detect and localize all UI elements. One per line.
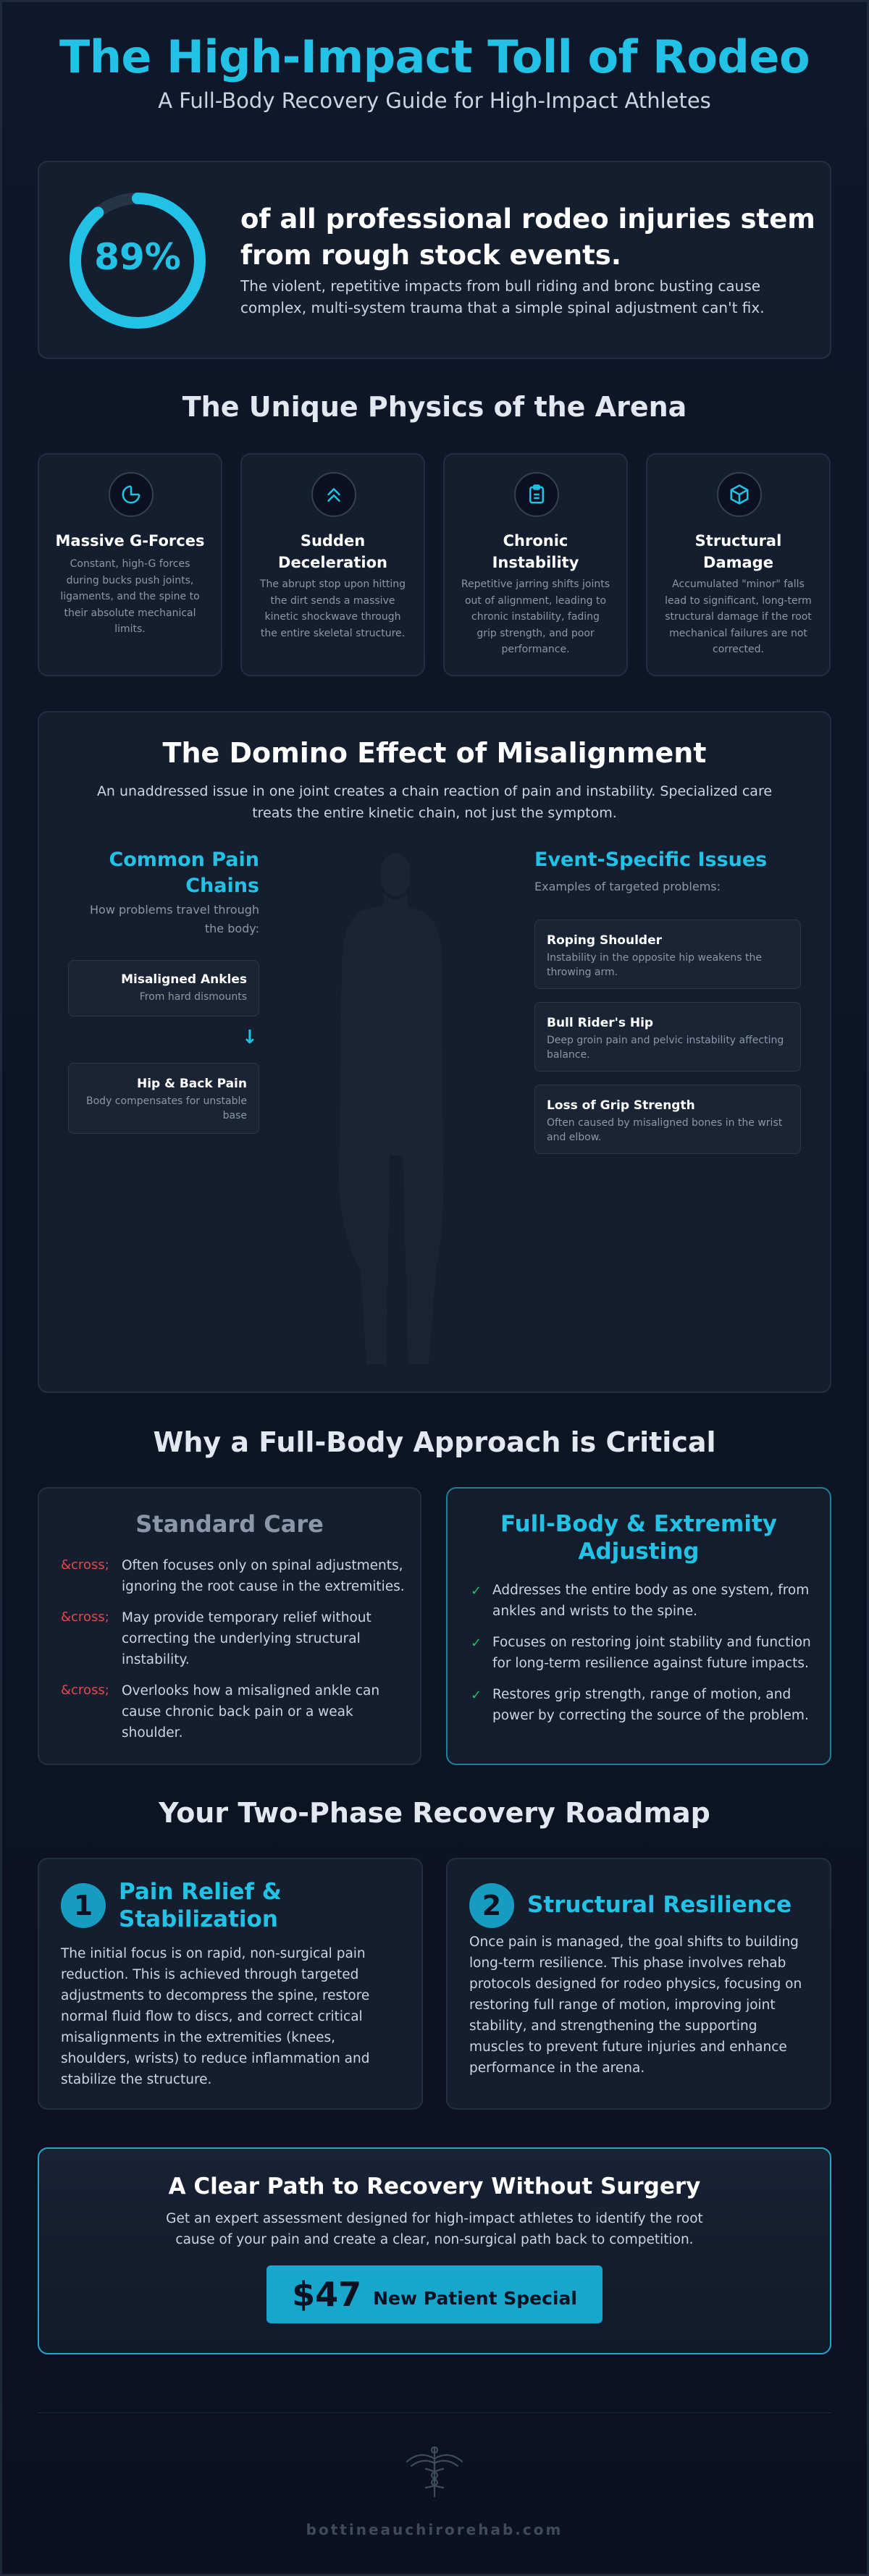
- caduceus-icon: [406, 2446, 463, 2498]
- chain-item-description: From hard dismounts: [139, 991, 247, 1003]
- event-issue-description: Deep groin pain and pelvic instability a…: [547, 1035, 784, 1061]
- page-title: The High-Impact Toll of Rodeo: [59, 30, 810, 83]
- stat-card: [38, 161, 831, 359]
- approach-section-title: Why a Full-Body Approach is Critical: [153, 1426, 716, 1458]
- page-subtitle: A Full-Body Recovery Guide for High-Impa…: [158, 88, 711, 113]
- event-issue-title: Loss of Grip Strength: [547, 1098, 695, 1113]
- stat-ring: [70, 193, 206, 329]
- physics-card-title: Massive G-Forces: [55, 532, 205, 550]
- cta-description: Get an expert assessment designed for hi…: [166, 2211, 703, 2247]
- event-issues-subtitle: Examples of targeted problems:: [534, 880, 721, 893]
- full-body-item: Addresses the entire body as one system,…: [492, 1583, 810, 1619]
- event-issue-item: Roping Shoulder Instability in the oppos…: [534, 919, 801, 989]
- phase-description: The initial focus is on rapid, non-surgi…: [61, 1946, 370, 2087]
- check-icon: ✓: [471, 1688, 482, 1703]
- stat-ring-arc: [70, 193, 206, 329]
- full-body-card: [446, 1487, 831, 1765]
- offer-price: $47: [292, 2275, 362, 2314]
- phase-number-badge: 1: [61, 1883, 106, 1928]
- full-body-item: Restores grip strength, range of motion,…: [492, 1687, 809, 1723]
- chain-item: Hip & Back Pain Body compensates for uns…: [68, 1063, 259, 1134]
- phase-title: Pain Relief &Stabilization: [119, 1879, 282, 1932]
- cross-icon: &cross;: [61, 1683, 109, 1698]
- clipboard-icon: [514, 472, 559, 517]
- event-issue-description: Instability in the opposite hip weakens …: [547, 952, 762, 978]
- phase-title: Structural Resilience: [527, 1892, 792, 1918]
- physics-card-g-forces: Massive G-Forces Constant, high-G forces…: [38, 453, 222, 676]
- event-issue-title: Bull Rider's Hip: [547, 1016, 654, 1030]
- footer-divider: [38, 2412, 831, 2413]
- check-icon: ✓: [471, 1583, 482, 1599]
- phase-number-badge: 2: [469, 1883, 514, 1928]
- cross-icon: &cross;: [61, 1609, 109, 1625]
- chain-item-title: Misaligned Ankles: [121, 972, 247, 987]
- footer-domain[interactable]: bottineauchirorehab.com: [306, 2521, 563, 2538]
- cta-title: A Clear Path to Recovery Without Surgery: [168, 2173, 701, 2200]
- stat-description: The violent, repetitive impacts from bul…: [240, 277, 765, 316]
- stat-value: 89%: [94, 236, 181, 278]
- event-issues-title: Event-Specific Issues: [534, 849, 768, 871]
- double-chevron-up-icon: [311, 472, 356, 517]
- offer-label: New Patient Special: [373, 2287, 577, 2309]
- standard-care-title: Standard Care: [135, 1510, 324, 1538]
- phase-description: Once pain is managed, the goal shifts to…: [469, 1935, 802, 2076]
- body-silhouette: [338, 853, 444, 1364]
- cross-icon: &cross;: [61, 1557, 109, 1573]
- event-issue-title: Roping Shoulder: [547, 933, 662, 948]
- event-issue-description: Often caused by misaligned bones in the …: [547, 1117, 783, 1143]
- standard-care-item: Often focuses only on spinal adjustments…: [122, 1558, 405, 1594]
- domino-intro: An unaddressed issue in one joint create…: [96, 783, 773, 821]
- cube-icon: [717, 472, 762, 517]
- event-issue-item: Bull Rider's Hip Deep groin pain and pel…: [534, 1002, 801, 1072]
- physics-section-title: The Unique Physics of the Arena: [182, 391, 687, 423]
- new-patient-offer-button[interactable]: $47 New Patient Special: [266, 2265, 603, 2323]
- domino-title: The Domino Effect of Misalignment: [162, 737, 707, 769]
- check-icon: ✓: [471, 1636, 482, 1651]
- chain-arrow-icon: ↓: [242, 1027, 258, 1048]
- stat-headline: of all professional rodeo injuries stem …: [240, 203, 815, 271]
- chain-item-title: Hip & Back Pain: [136, 1077, 247, 1091]
- pie-chart-icon: [109, 472, 154, 517]
- chain-item: Misaligned Ankles From hard dismounts: [68, 960, 259, 1016]
- event-issue-item: Loss of Grip Strength Often caused by mi…: [534, 1085, 801, 1154]
- full-body-item: Focuses on restoring joint stability and…: [492, 1635, 811, 1671]
- roadmap-section-title: Your Two-Phase Recovery Roadmap: [159, 1797, 710, 1829]
- standard-care-card: [38, 1487, 421, 1765]
